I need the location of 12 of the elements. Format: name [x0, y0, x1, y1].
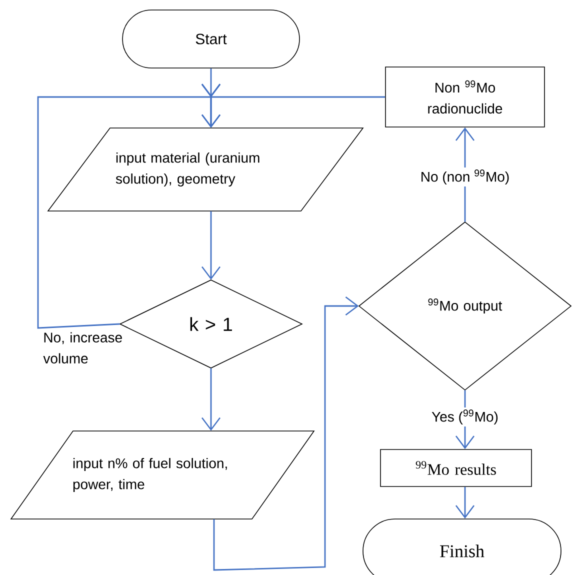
process-box: Non $^{99}$Mo radionuclide	[385, 66, 545, 128]
start-terminal: Start	[122, 10, 300, 68]
end-terminal: Finish	[362, 518, 562, 575]
arrow	[201, 368, 221, 431]
arrow	[201, 211, 221, 280]
arrow	[455, 486, 475, 519]
process-box: $^{99}$Mo results	[380, 449, 532, 487]
arrow	[213, 296, 359, 571]
edge-label: No (non $^{99}$Mo)	[418, 168, 512, 186]
edge-label: Yes ($^{99}$Mo)	[430, 408, 500, 426]
edge-label: No, increase volume	[43, 332, 122, 364]
arrow	[37, 84, 221, 329]
